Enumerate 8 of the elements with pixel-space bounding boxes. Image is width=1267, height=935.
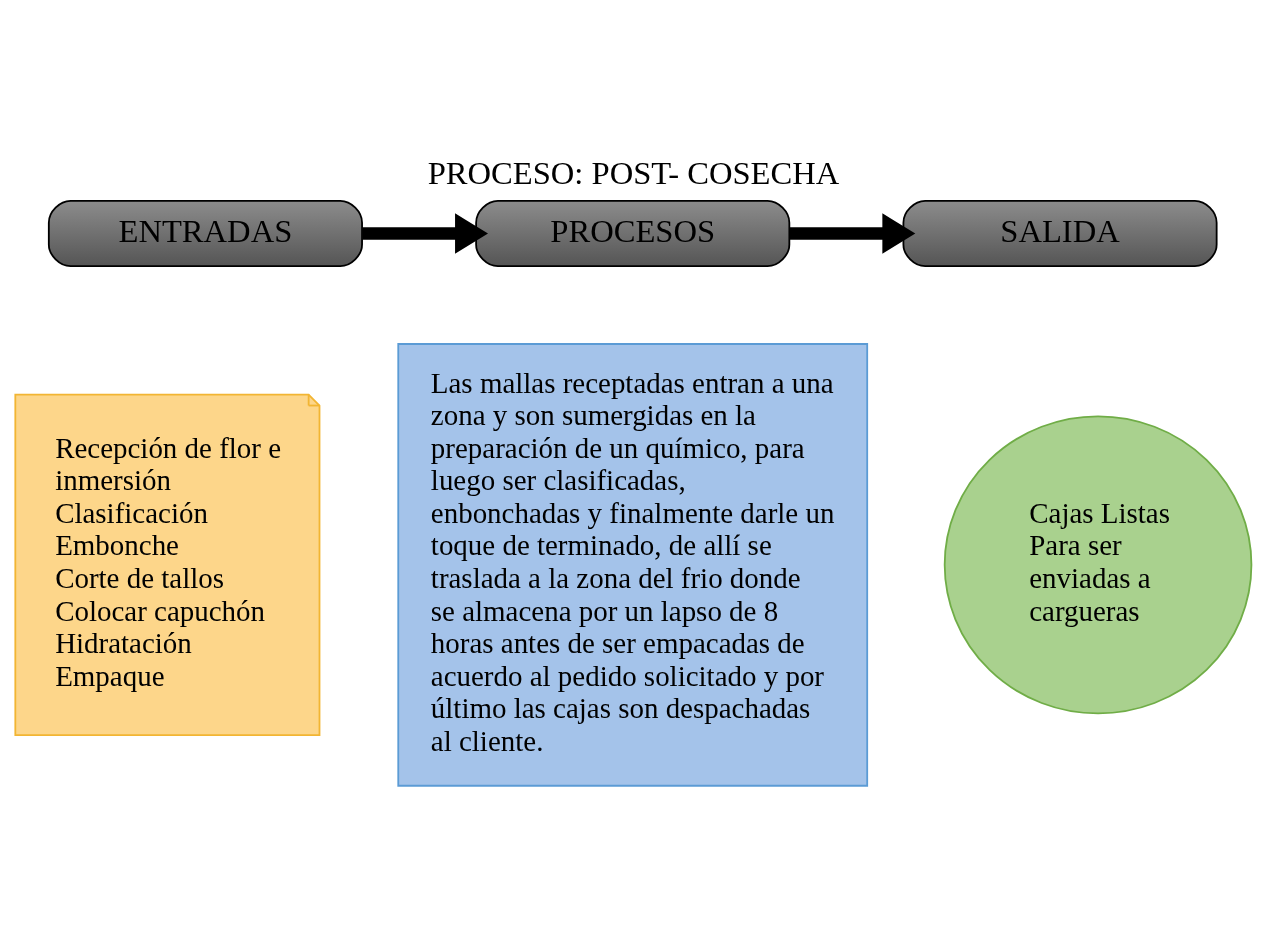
node-box: Las mallas receptadas entran a una zona y son sumergidas en la preparación de un químico, para luego ser clasificadas, enbonchadas y finalmente darle un toque de terminado, de allí se traslada a la zona del frio donde se almacena por un lapso de 8 horas antes de ser empacadas de acuerdo al pedido solicitado y por último las cajas son despachadas al cliente.: [397, 342, 869, 787]
diagram-title: PROCESO: POST- COSECHA: [427, 154, 840, 191]
node-box: ENTRADAS: [47, 199, 363, 267]
node-box: PROCESOS: [475, 199, 791, 267]
arrow: [362, 212, 488, 254]
node-circle: Cajas Listas Para ser enviadas a cargueras: [943, 414, 1253, 714]
node-box: SALIDA: [902, 199, 1218, 267]
arrow: [789, 212, 916, 254]
